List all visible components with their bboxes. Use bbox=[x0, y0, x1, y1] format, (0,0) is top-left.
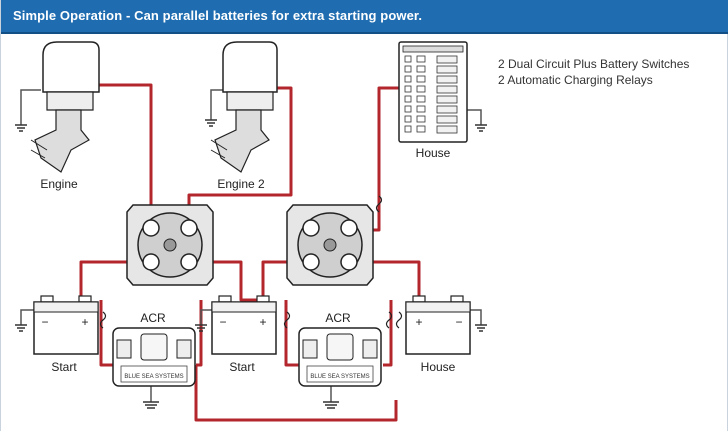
ground-icon bbox=[475, 124, 487, 132]
battery-start2-label: Start bbox=[229, 360, 255, 374]
ground-wire-start1 bbox=[20, 309, 36, 325]
battery-start-2: − + Start bbox=[211, 295, 277, 374]
fuse-icon bbox=[283, 311, 291, 329]
battery-house-label: House bbox=[421, 360, 456, 374]
acr-relay-2: ACR BLUE SEA SYSTEMS bbox=[298, 311, 382, 387]
switch1-terminal bbox=[142, 253, 160, 271]
engine2-label: Engine 2 bbox=[217, 177, 265, 191]
negative-terminal-label: − bbox=[455, 315, 462, 329]
legend-line-relays: 2 Automatic Charging Relays bbox=[498, 73, 653, 87]
wire-engine1-switch bbox=[96, 83, 153, 230]
wire-start1-acr1 bbox=[99, 300, 113, 367]
acr1-brand: BLUE SEA SYSTEMS bbox=[124, 374, 183, 380]
ground-icon bbox=[143, 401, 159, 409]
switch1-terminal bbox=[142, 219, 160, 237]
fuse-icon bbox=[99, 311, 107, 329]
fuse-icon bbox=[385, 311, 393, 329]
outboard-engine-1: Engine bbox=[30, 41, 100, 191]
fuse-icon bbox=[395, 311, 403, 329]
switch2-terminal bbox=[340, 253, 358, 271]
ground-icon bbox=[15, 324, 27, 332]
positive-terminal-label: + bbox=[81, 315, 88, 329]
battery-house: + − House bbox=[405, 295, 471, 374]
ground-wire-start2 bbox=[200, 309, 214, 325]
ground-wire-house bbox=[467, 309, 482, 325]
legend: 2 Dual Circuit Plus Battery Switches 2 A… bbox=[498, 56, 689, 88]
battery-start-1: − + Start bbox=[33, 295, 99, 374]
ground-wire-engine1 bbox=[20, 89, 41, 125]
ground-icon bbox=[475, 324, 487, 332]
switch2-terminal bbox=[340, 219, 358, 237]
battery-start1-label: Start bbox=[51, 360, 77, 374]
ground-icon bbox=[15, 124, 27, 132]
header-bar: Simple Operation - Can parallel batterie… bbox=[1, 0, 728, 34]
ground-wire-panel bbox=[467, 109, 482, 125]
acr2-label: ACR bbox=[325, 311, 351, 325]
fuse-icon bbox=[375, 195, 383, 213]
ground-symbols bbox=[15, 119, 487, 409]
wire-acr2-house bbox=[383, 300, 393, 367]
wire-acr-bottom bbox=[194, 365, 398, 422]
ground-icon bbox=[205, 119, 217, 127]
switch2-terminal bbox=[302, 219, 320, 237]
legend-line-switches: 2 Dual Circuit Plus Battery Switches bbox=[498, 57, 690, 71]
header-title: Simple Operation - Can parallel batterie… bbox=[13, 8, 423, 23]
acr1-label: ACR bbox=[140, 311, 166, 325]
battery-switch-1 bbox=[126, 204, 214, 286]
house-distribution-panel: House bbox=[398, 41, 468, 160]
wire-switch1-start2 bbox=[189, 260, 263, 302]
breaker-rows bbox=[404, 55, 458, 134]
switch1-terminal bbox=[180, 253, 198, 271]
engine1-label: Engine bbox=[40, 177, 78, 191]
switch2-terminal bbox=[302, 253, 320, 271]
ground-icon bbox=[195, 324, 207, 332]
positive-terminal-label: + bbox=[259, 315, 266, 329]
switch1-terminal bbox=[180, 219, 198, 237]
acr-relay-1: ACR BLUE SEA SYSTEMS bbox=[112, 311, 196, 387]
house-panel-label: House bbox=[416, 146, 451, 160]
battery-switch-2 bbox=[286, 204, 374, 286]
ground-wires bbox=[20, 89, 482, 402]
positive-terminal-label: + bbox=[415, 315, 422, 329]
negative-terminal-label: − bbox=[219, 315, 226, 329]
outboard-engine-2: Engine 2 bbox=[210, 41, 278, 191]
acr2-brand: BLUE SEA SYSTEMS bbox=[310, 374, 369, 380]
fuses bbox=[99, 195, 403, 329]
ground-icon bbox=[323, 401, 339, 409]
negative-terminal-label: − bbox=[41, 315, 48, 329]
ground-wire-engine2 bbox=[210, 89, 226, 120]
